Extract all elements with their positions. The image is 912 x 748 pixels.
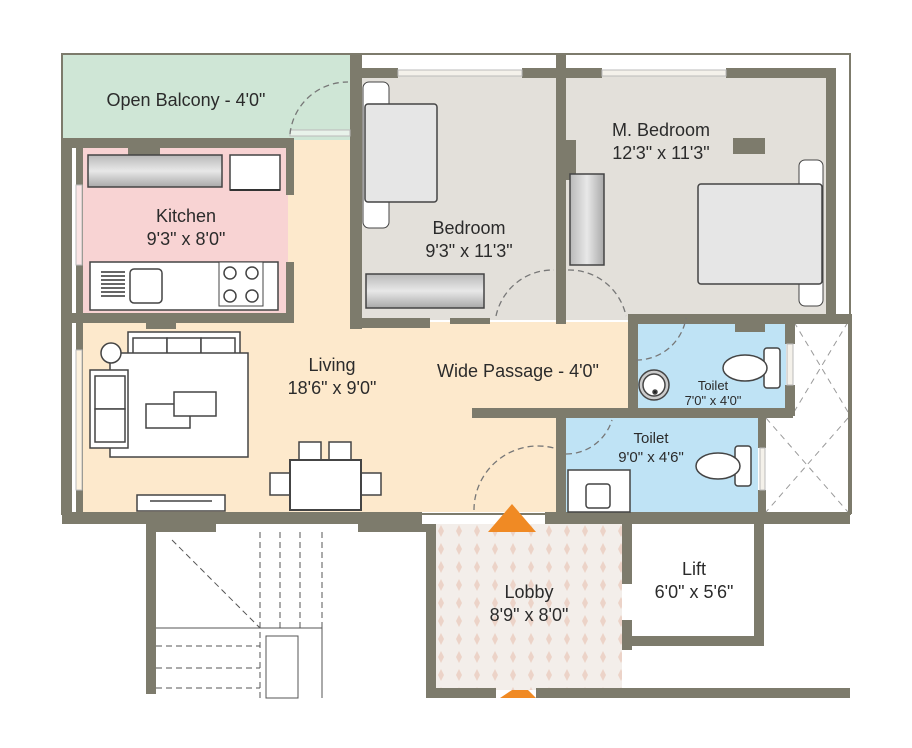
toilet-1-label: Toilet (698, 378, 729, 393)
lift-size: 6'0" x 5'6" (655, 582, 734, 602)
bedroom-furniture (362, 81, 485, 309)
door-swings (289, 81, 687, 511)
lobby-floor (436, 524, 622, 690)
windows (75, 69, 794, 491)
passage-floor (558, 322, 628, 412)
passage-floor-upper (288, 140, 356, 325)
staircase (156, 532, 323, 699)
bedroom-label: Bedroom (432, 218, 505, 238)
master-bedroom-label: M. Bedroom (612, 120, 710, 140)
kitchen-label: Kitchen (156, 206, 216, 226)
living-furniture (89, 331, 382, 512)
passage-label: Wide Passage - 4'0" (437, 361, 599, 381)
balcony-floor (63, 55, 353, 140)
lift-label: Lift (682, 559, 706, 579)
toilet-2-size: 9'0" x 4'6" (618, 449, 684, 466)
bedroom-size: 9'3" x 11'3" (425, 241, 512, 261)
master-bedroom-size: 12'3" x 11'3" (612, 143, 709, 163)
balcony-label: Open Balcony - 4'0" (107, 90, 266, 110)
toilet-fixtures (567, 347, 781, 513)
toilet-1-size: 7'0" x 4'0" (685, 393, 742, 408)
lobby-entry-arrow-icon (500, 690, 536, 698)
living-label: Living (308, 355, 355, 375)
toilet-2-label: Toilet (633, 430, 669, 447)
kitchen-size: 9'3" x 8'0" (147, 229, 226, 249)
living-size: 18'6" x 9'0" (288, 378, 377, 398)
master-bedroom-furniture (569, 159, 824, 307)
lobby-size: 8'9" x 8'0" (490, 605, 569, 625)
kitchen-furniture (87, 154, 281, 311)
lobby-label: Lobby (504, 582, 553, 602)
duct-shaft (765, 321, 849, 513)
entry-arrow-icon (488, 504, 536, 532)
